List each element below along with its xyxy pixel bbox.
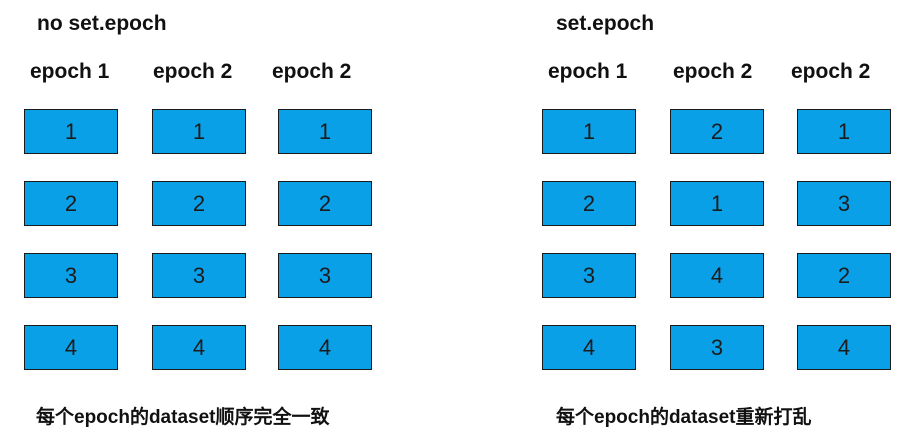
left-col2-item: 2 [152,181,246,226]
left-col2-item: 1 [152,109,246,154]
right-col1-item: 1 [542,109,636,154]
left-col1-item: 1 [24,109,118,154]
right-header-epoch-2a: epoch 2 [673,60,753,83]
left-col3-item: 4 [278,325,372,370]
right-col1-item: 3 [542,253,636,298]
right-col2-item: 1 [670,181,764,226]
right-col3-item: 2 [797,253,891,298]
left-col1-item: 2 [24,181,118,226]
left-col1-item: 4 [24,325,118,370]
left-col3-item: 2 [278,181,372,226]
right-col3-item: 1 [797,109,891,154]
right-col1-item: 4 [542,325,636,370]
right-col1-item: 2 [542,181,636,226]
left-caption: 每个epoch的dataset顺序完全一致 [36,407,330,428]
left-col3-item: 3 [278,253,372,298]
right-col2-item: 3 [670,325,764,370]
right-col3-item: 3 [797,181,891,226]
set-epoch-panel: set.epoch epoch 1 epoch 2 epoch 2 1 2 3 … [451,0,901,440]
left-header-epoch-2b: epoch 2 [272,60,352,83]
left-header-epoch-2a: epoch 2 [153,60,233,83]
left-panel-title: no set.epoch [37,12,167,35]
no-set-epoch-panel: no set.epoch epoch 1 epoch 2 epoch 2 1 2… [0,0,450,440]
left-col2-item: 3 [152,253,246,298]
right-col2-item: 2 [670,109,764,154]
left-col1-item: 3 [24,253,118,298]
left-header-epoch-1: epoch 1 [30,60,110,83]
right-panel-title: set.epoch [556,12,655,35]
left-col2-item: 4 [152,325,246,370]
right-header-epoch-1: epoch 1 [548,60,628,83]
left-col3-item: 1 [278,109,372,154]
right-col2-item: 4 [670,253,764,298]
right-header-epoch-2b: epoch 2 [791,60,871,83]
right-col3-item: 4 [797,325,891,370]
right-caption: 每个epoch的dataset重新打乱 [556,407,812,428]
